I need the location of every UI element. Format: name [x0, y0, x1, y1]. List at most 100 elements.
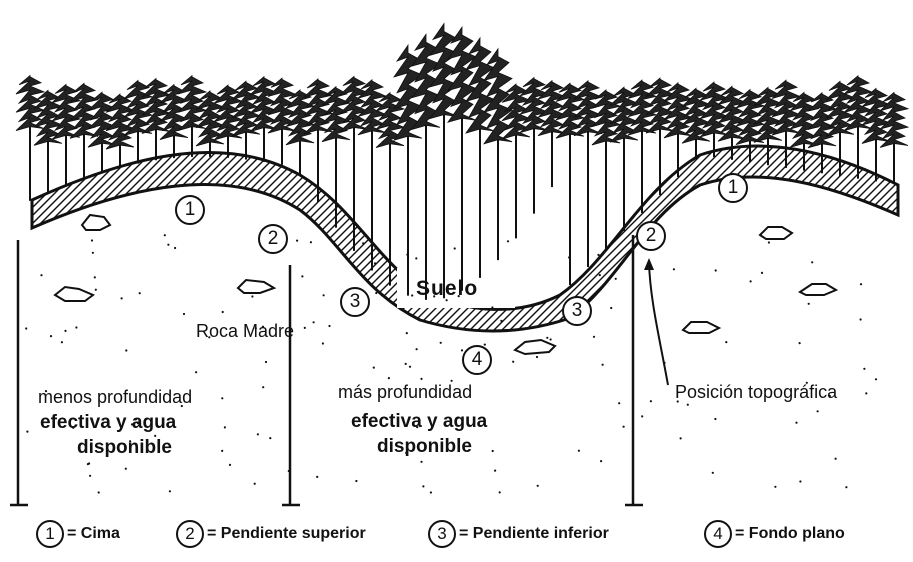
left-note-line3: disponible — [77, 438, 172, 457]
stipple-dot — [409, 366, 411, 368]
stipple-dot — [254, 483, 256, 485]
stipple-dot — [863, 368, 865, 370]
stipple-dot — [221, 397, 223, 399]
stipple-dot — [221, 450, 223, 452]
stipple-dot — [712, 472, 714, 474]
stipple-dot — [388, 377, 390, 379]
stipple-dot — [623, 426, 625, 428]
tree-crown — [448, 27, 476, 122]
stipple-dot — [313, 321, 315, 323]
stipple-dot — [714, 418, 716, 420]
stipple-dot — [430, 491, 432, 493]
stipple-dot — [95, 289, 97, 291]
stipple-dot — [602, 364, 604, 366]
stipple-dot — [593, 336, 595, 338]
mid-note-line2: efectiva y agua — [351, 412, 487, 431]
legend-num: 3 — [428, 520, 456, 548]
stipple-dot — [799, 480, 801, 482]
marker-pend-sup-right: 2 — [636, 221, 666, 251]
stipple-dot — [92, 252, 94, 254]
stipple-dot — [411, 294, 413, 296]
arrowhead — [644, 258, 654, 270]
stipple-dot — [550, 338, 552, 340]
tree-crown — [628, 80, 656, 135]
legend-item-cima: 1 = Cima — [36, 520, 120, 548]
stipple-dot — [25, 327, 27, 329]
stipple-dot — [536, 356, 538, 358]
stipple-dot — [768, 241, 770, 243]
stipple-dot — [715, 269, 717, 271]
stipple-dot — [61, 341, 63, 343]
stipple-dot — [322, 342, 324, 344]
stipple-dot — [98, 491, 100, 493]
stipple-dot — [422, 485, 424, 487]
stipple-dot — [265, 361, 267, 363]
stipple-dot — [860, 283, 862, 285]
stipple-dot — [494, 470, 496, 472]
stipple-dot — [500, 320, 502, 322]
stipple-dot — [362, 242, 364, 244]
roca-madre-label: Roca Madre — [196, 322, 294, 340]
stipple-dot — [416, 348, 418, 350]
stipple-dot — [875, 378, 877, 380]
stipple-dot — [615, 278, 617, 280]
stipple-dot — [167, 244, 169, 246]
stipple-dot — [578, 450, 580, 452]
stipple-dot — [87, 463, 89, 465]
stipple-dot — [610, 307, 612, 309]
stipple-dot — [817, 410, 819, 412]
stipple-dot — [222, 311, 224, 313]
stipple-dot — [492, 450, 494, 452]
mid-note-line3: disponible — [377, 437, 472, 456]
left-note-line2: efectiva y agua — [40, 413, 176, 432]
stipple-dot — [169, 490, 171, 492]
stipple-dot — [125, 468, 127, 470]
stipple-dot — [64, 330, 66, 332]
legend-item-fondo-plano: 4 = Fondo plano — [704, 520, 845, 548]
rock — [55, 287, 93, 301]
stipple-dot — [725, 341, 727, 343]
stipple-dot — [546, 337, 548, 339]
stipple-dot — [597, 254, 599, 256]
tree-crown — [808, 93, 836, 148]
stipple-dot — [860, 318, 862, 320]
stipple-dot — [328, 325, 330, 327]
depth-bars — [10, 235, 643, 505]
stipple-dot — [125, 349, 127, 351]
stipple-dot — [865, 392, 867, 394]
stipple-dot — [269, 437, 271, 439]
stipple-dot — [420, 378, 422, 380]
stipple-dot — [774, 486, 776, 488]
stipple-dot — [406, 254, 408, 256]
stipple-dot — [183, 313, 185, 315]
stipple-dot — [484, 344, 486, 346]
stipple-dot — [251, 295, 253, 297]
stipple-dot — [195, 371, 197, 373]
legend-item-pendiente-inferior: 3 = Pendiente inferior — [428, 520, 609, 548]
left-note-line1: menos profundidad — [38, 388, 192, 406]
stipple-dot — [415, 257, 417, 259]
rock — [800, 284, 836, 295]
stipple-dot — [121, 297, 123, 299]
legend-text: = Pendiente inferior — [459, 525, 609, 543]
marker-pend-inf-right: 3 — [562, 296, 592, 326]
stipple-dot — [440, 342, 442, 344]
stipple-dot — [641, 415, 643, 417]
rock — [760, 227, 792, 239]
stipple-dot — [568, 256, 570, 258]
stipple-dot — [310, 241, 312, 243]
stipple-dot — [26, 431, 28, 433]
stipple-dot — [599, 274, 601, 276]
stipple-dot — [420, 461, 422, 463]
stipple-dot — [323, 294, 325, 296]
stipple-dot — [375, 292, 377, 294]
stipple-dot — [316, 476, 318, 478]
legend-num: 4 — [704, 520, 732, 548]
stipple-dot — [499, 491, 501, 493]
rock — [82, 215, 110, 230]
stipple-dot — [405, 363, 407, 365]
stipple-dot — [799, 342, 801, 344]
stipple-dot — [301, 275, 303, 277]
rock — [238, 280, 274, 293]
